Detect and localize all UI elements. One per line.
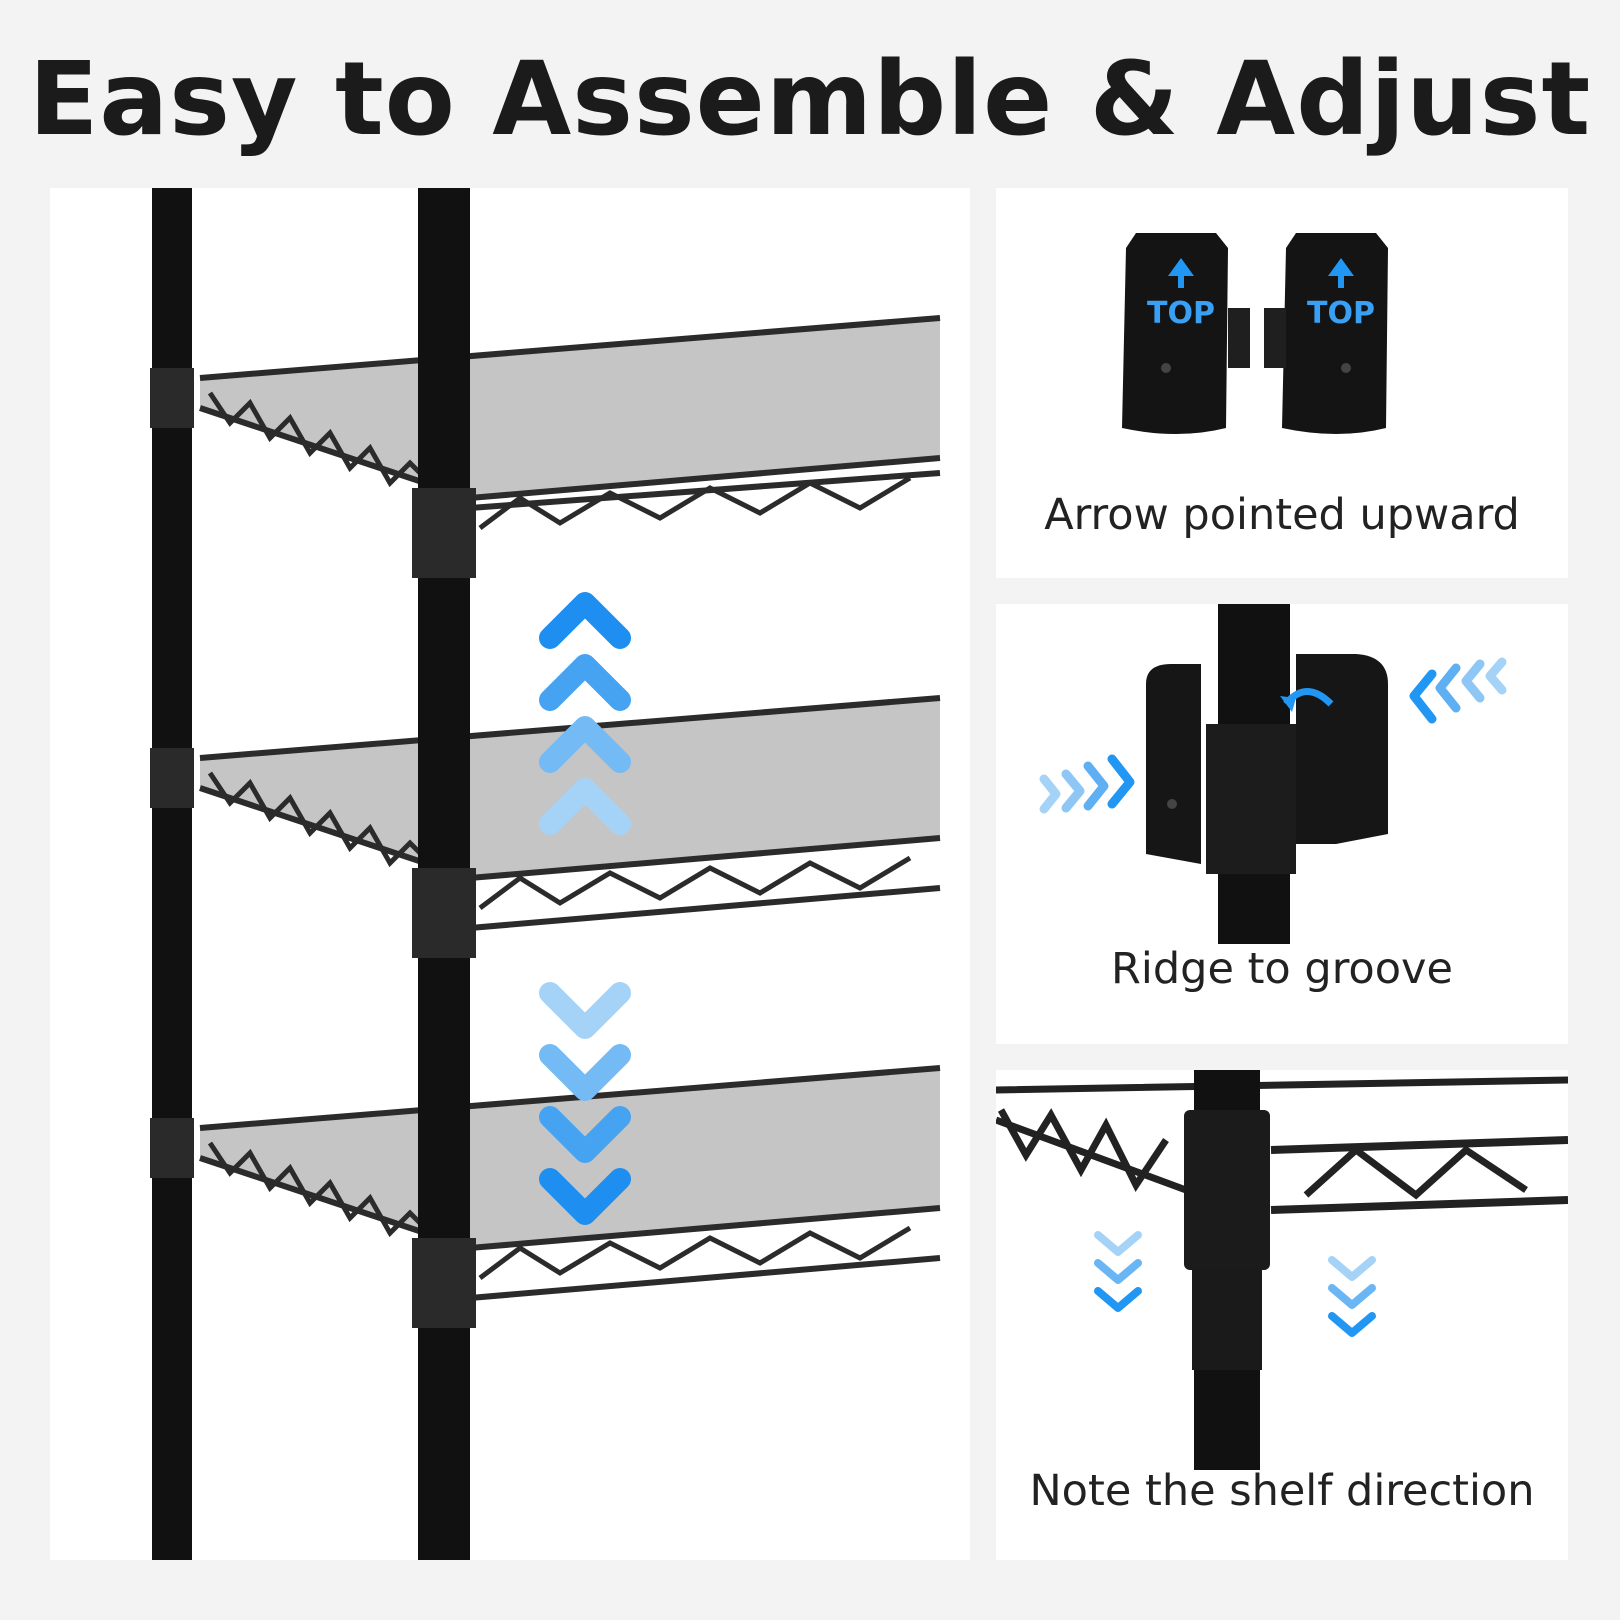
- shelf-bottom: [199, 1065, 941, 1301]
- shelf-unit-illustration: [150, 188, 941, 1560]
- ridge-panel: Ridge to groove: [996, 604, 1568, 1044]
- chevron-up-icon: [539, 592, 631, 835]
- page-title: Easy to Assemble & Adjust: [28, 40, 1592, 159]
- top-sleeve-panel: TOP TOP Arrow pointed upward: [996, 188, 1568, 578]
- chevron-left-icon: [1409, 657, 1507, 724]
- shelf-unit-panel: [50, 188, 970, 1560]
- shelf-top: [199, 315, 941, 530]
- shelf-direction-panel: Note the shelf direction: [996, 1070, 1568, 1560]
- ridge-groove-illustration: [1039, 604, 1507, 944]
- plastic-sleeves-illustration: TOP TOP: [1122, 233, 1388, 434]
- sleeve-label-right: TOP: [1307, 296, 1375, 331]
- shelf-direction-illustration: [996, 1070, 1568, 1470]
- caption-arrow-upward: Arrow pointed upward: [1044, 490, 1520, 540]
- chevron-down-icon: [1094, 1231, 1376, 1337]
- caption-shelf-direction: Note the shelf direction: [1029, 1466, 1535, 1516]
- arrow-up-icon: [1168, 258, 1354, 288]
- chevron-down-icon: [539, 982, 631, 1225]
- shelf-middle: [199, 695, 941, 931]
- sleeve-label-left: TOP: [1147, 296, 1215, 331]
- chevron-right-icon: [1039, 754, 1135, 814]
- caption-ridge-groove: Ridge to groove: [1111, 944, 1453, 994]
